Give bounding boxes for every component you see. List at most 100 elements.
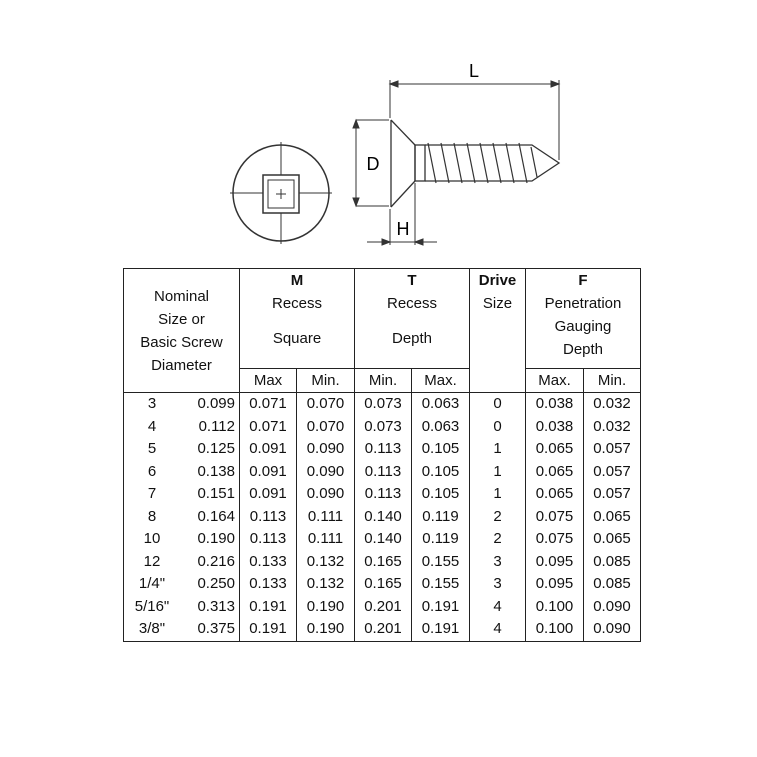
t-max-cell: 0.119: [411, 505, 470, 528]
t-max-cell: 0.105: [411, 483, 470, 506]
header-line: Size: [482, 295, 513, 312]
t-max-cell: 0.105: [411, 438, 470, 461]
nominal-size-cell: 6: [123, 460, 180, 483]
f-max-cell: 0.038: [525, 415, 584, 438]
screw-dimensions-table: Nominal Size or Basic Screw Diameter M R…: [123, 268, 641, 642]
nominal-size-cell: 8: [123, 505, 180, 528]
m-max-cell: 0.113: [239, 528, 297, 551]
f-min-cell: 0.057: [583, 460, 641, 483]
basic-diameter-cell: 0.313: [180, 595, 240, 618]
nominal-size-cell: 5/16": [123, 595, 180, 618]
f-max-cell: 0.100: [525, 595, 584, 618]
t-header: T Recess Depth: [354, 268, 470, 369]
basic-diameter-cell: 0.125: [180, 438, 240, 461]
m-min-cell: 0.132: [296, 573, 355, 596]
drive-size-cell: 1: [469, 438, 526, 461]
basic-diameter-cell: 0.164: [180, 505, 240, 528]
f-letter: F: [578, 272, 588, 289]
header-line: Drive: [478, 272, 517, 289]
nominal-size-cell: 7: [123, 483, 180, 506]
f-min-cell: 0.085: [583, 550, 641, 573]
m-min-cell: 0.132: [296, 550, 355, 573]
drive-size-cell: 1: [469, 483, 526, 506]
t-max-cell: 0.063: [411, 392, 470, 416]
m-max-cell: 0.071: [239, 415, 297, 438]
f-min-cell: 0.065: [583, 505, 641, 528]
t-min-cell: 0.113: [354, 460, 412, 483]
basic-diameter-cell: 0.112: [180, 415, 240, 438]
nominal-size-cell: 12: [123, 550, 180, 573]
t-min-cell: 0.140: [354, 528, 412, 551]
m-min-cell: 0.070: [296, 415, 355, 438]
t-max-cell: 0.105: [411, 460, 470, 483]
basic-diameter-cell: 0.138: [180, 460, 240, 483]
t-max-cell: 0.063: [411, 415, 470, 438]
nominal-size-cell: 1/4": [123, 573, 180, 596]
t-min-header: Min.: [354, 368, 412, 393]
f-max-cell: 0.095: [525, 550, 584, 573]
m-max-cell: 0.133: [239, 573, 297, 596]
f-min-cell: 0.057: [583, 483, 641, 506]
m-max-cell: 0.191: [239, 595, 297, 618]
height-label: H: [397, 219, 410, 239]
m-max-cell: 0.113: [239, 505, 297, 528]
nominal-size-cell: 5: [123, 438, 180, 461]
t-max-cell: 0.119: [411, 528, 470, 551]
m-max-cell: 0.191: [239, 618, 297, 642]
t-min-cell: 0.073: [354, 415, 412, 438]
t-min-cell: 0.140: [354, 505, 412, 528]
header-line: Penetration: [544, 295, 622, 312]
m-max-cell: 0.091: [239, 460, 297, 483]
f-max-cell: 0.100: [525, 618, 584, 642]
drive-size-cell: 4: [469, 595, 526, 618]
f-min-cell: 0.032: [583, 415, 641, 438]
basic-diameter-cell: 0.375: [180, 618, 240, 642]
header-line: Nominal: [153, 287, 210, 305]
f-min-cell: 0.065: [583, 528, 641, 551]
m-max-header: Max: [239, 368, 297, 393]
m-max-cell: 0.133: [239, 550, 297, 573]
t-min-cell: 0.113: [354, 438, 412, 461]
drive-size-cell: 1: [469, 460, 526, 483]
drive-size-cell: 4: [469, 618, 526, 642]
f-min-cell: 0.085: [583, 573, 641, 596]
screw-head-top-view: [230, 142, 332, 244]
m-min-cell: 0.190: [296, 595, 355, 618]
header-line: Depth: [562, 341, 604, 358]
m-header: M Recess Square: [239, 268, 355, 369]
f-min-cell: 0.090: [583, 595, 641, 618]
f-header: F Penetration Gauging Depth: [525, 268, 641, 369]
basic-diameter-cell: 0.190: [180, 528, 240, 551]
nominal-size-cell: 10: [123, 528, 180, 551]
drive-header: Drive Size: [469, 268, 526, 393]
nominal-size-cell: 3: [123, 392, 180, 416]
screw-diagram: L D H: [230, 61, 561, 246]
f-min-header: Min.: [583, 368, 641, 393]
m-letter: M: [290, 272, 304, 289]
t-min-cell: 0.113: [354, 483, 412, 506]
f-max-cell: 0.038: [525, 392, 584, 416]
f-min-cell: 0.090: [583, 618, 641, 642]
nominal-size-cell: 3/8": [123, 618, 180, 642]
header-line: Square: [272, 330, 322, 347]
length-label: L: [469, 61, 479, 81]
m-min-cell: 0.090: [296, 438, 355, 461]
header-line: Diameter: [151, 356, 212, 374]
m-min-header: Min.: [296, 368, 355, 393]
t-max-cell: 0.155: [411, 573, 470, 596]
f-max-cell: 0.065: [525, 460, 584, 483]
m-min-cell: 0.190: [296, 618, 355, 642]
t-min-cell: 0.165: [354, 573, 412, 596]
screw-side-view: [390, 119, 561, 208]
f-max-cell: 0.095: [525, 573, 584, 596]
basic-diameter-cell: 0.216: [180, 550, 240, 573]
t-min-cell: 0.073: [354, 392, 412, 416]
drive-size-cell: 3: [469, 550, 526, 573]
